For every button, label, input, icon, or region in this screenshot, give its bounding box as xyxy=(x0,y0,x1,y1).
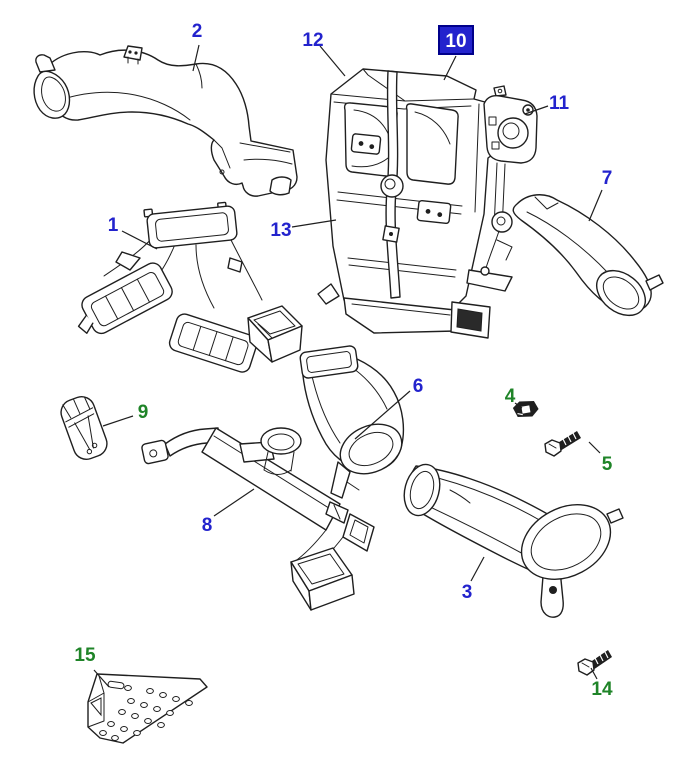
part-1-right-outlet xyxy=(247,305,303,363)
part-8-outlet xyxy=(290,547,355,611)
part-11-actuator xyxy=(480,85,538,276)
part-7-drawing xyxy=(512,194,664,317)
part-9-drawing xyxy=(60,396,108,460)
callout-10-highlight-box xyxy=(438,25,474,55)
part-5-drawing xyxy=(544,431,581,457)
callout-12[interactable]: 12 xyxy=(302,30,323,51)
callout-11[interactable]: 11 xyxy=(549,93,570,114)
callout-4[interactable]: 4 xyxy=(505,386,516,407)
part-1-drawing xyxy=(77,201,303,373)
callout-7[interactable]: 7 xyxy=(602,168,613,189)
callout-8[interactable]: 8 xyxy=(202,515,213,536)
callout-2[interactable]: 2 xyxy=(192,21,203,42)
callout-6[interactable]: 6 xyxy=(413,376,424,397)
part-3-drawing xyxy=(403,463,624,618)
part-2-drawing xyxy=(33,45,298,197)
callout-14[interactable]: 14 xyxy=(591,679,613,700)
callout-10-highlighted[interactable]: 10 xyxy=(438,25,474,55)
part-14-drawing xyxy=(577,650,612,676)
part-6-drawing xyxy=(299,345,405,499)
callout-13[interactable]: 13 xyxy=(270,220,291,241)
part-3-inlet-end xyxy=(403,463,441,517)
part-2-inlet-tab xyxy=(35,54,56,73)
part-1-top-opening xyxy=(143,201,238,249)
callout-9[interactable]: 9 xyxy=(138,402,149,423)
callout-5[interactable]: 5 xyxy=(602,454,613,475)
callout-1[interactable]: 1 xyxy=(108,215,119,236)
part-1-left-louvre xyxy=(77,262,173,335)
callout-3[interactable]: 3 xyxy=(462,582,473,603)
leader-lines xyxy=(93,44,603,688)
part-1-centre-louvre xyxy=(168,313,258,373)
callout-15[interactable]: 15 xyxy=(74,645,96,666)
callout-10[interactable]: 10 xyxy=(445,31,466,52)
part-6-top-opening xyxy=(299,345,359,379)
heater-box-assembly-drawing xyxy=(317,68,538,339)
part-6-round-outlet xyxy=(339,423,403,475)
part-2-bracket xyxy=(123,45,143,61)
part-15-drawing xyxy=(87,673,208,744)
part-3-flange xyxy=(520,504,612,580)
part-4-drawing xyxy=(512,401,539,417)
part-8-drawing xyxy=(141,427,375,611)
